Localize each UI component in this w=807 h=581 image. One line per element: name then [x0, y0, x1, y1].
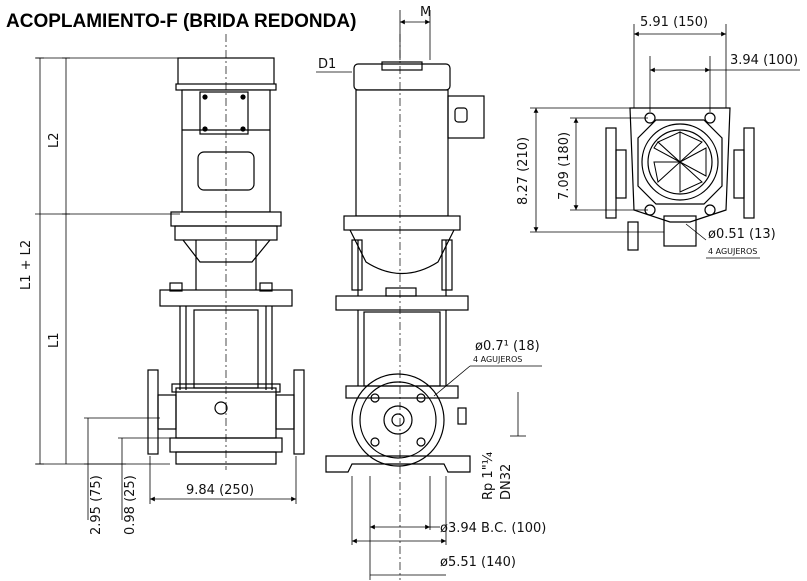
dim-d1: D1: [318, 57, 336, 72]
dim-3-94-bc: ø3.94 B.C. (100): [440, 521, 546, 536]
holes-label-mid: 4 AGUJEROS: [473, 355, 522, 364]
fan-grille-icon: [653, 131, 707, 193]
dim-l2: L2: [47, 132, 62, 148]
dim-0-71: ø0.7¹ (18): [475, 339, 540, 354]
dim-l1: L1: [47, 332, 62, 348]
side-view-dimensions: [316, 10, 542, 580]
rp-size: Rp 1"¼: [481, 451, 496, 500]
holes-label-top: 4 AGUJEROS: [708, 247, 757, 256]
top-view-pump: [605, 107, 755, 251]
dim-8-27: 8.27 (210): [516, 137, 531, 205]
dim-m: M: [420, 5, 431, 20]
drawing-title: ACOPLAMIENTO-F (BRIDA REDONDA): [6, 11, 356, 32]
dim-0-98: 0.98 (25): [123, 475, 138, 535]
front-view-dimensions: [35, 57, 297, 520]
dim-5-91: 5.91 (150): [640, 15, 708, 30]
dim-2-95: 2.95 (75): [89, 475, 104, 535]
dim-9-84: 9.84 (250): [186, 483, 254, 498]
dim-l1-plus-l2: L1 + L2: [19, 240, 34, 290]
dim-0-51: ø0.51 (13): [708, 227, 776, 242]
top-view-dimensions: [530, 24, 800, 259]
side-view-pump: [325, 34, 485, 580]
dim-7-09: 7.09 (180): [557, 132, 572, 200]
dim-5-51: ø5.51 (140): [440, 555, 516, 570]
dim-3-94: 3.94 (100): [730, 53, 798, 68]
dn-size: DN32: [499, 464, 514, 500]
front-view-pump: [147, 34, 305, 470]
